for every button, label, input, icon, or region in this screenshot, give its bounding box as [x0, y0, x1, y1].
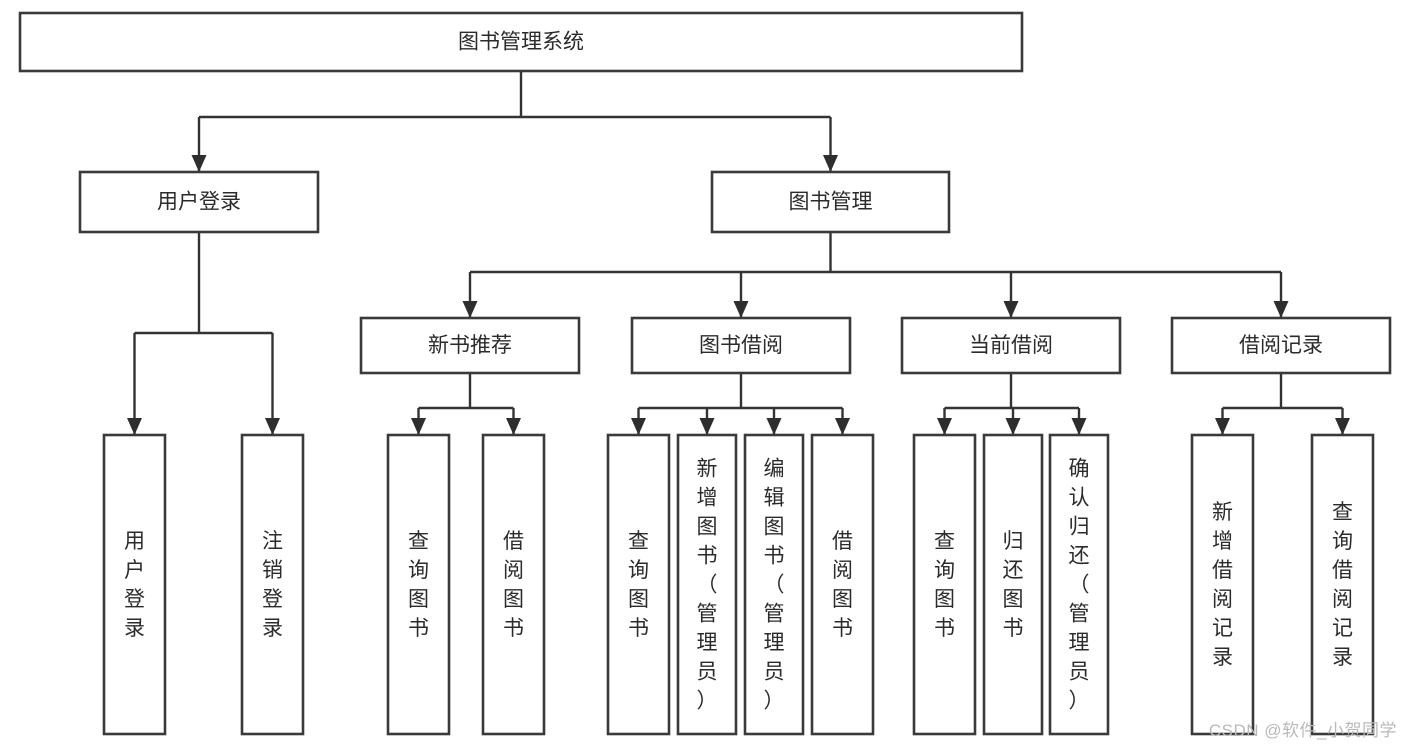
node-box [912, 433, 977, 736]
node-box [676, 433, 738, 736]
node-box [606, 433, 671, 736]
node-user-login[interactable]: 用户登录 [78, 170, 320, 234]
arrow-head-icon [823, 155, 838, 172]
node-label: 图书管理系统 [458, 31, 584, 54]
node-label: 借阅图书 [832, 530, 853, 640]
node-leaf-return-book[interactable]: 归还图书 [982, 433, 1044, 736]
node-box [630, 316, 852, 375]
node-leaf-edit-book[interactable]: 编辑图书（管理员） [743, 433, 805, 736]
arrow-head-icon [1071, 418, 1087, 435]
node-box [102, 433, 167, 736]
node-box [1170, 316, 1392, 375]
node-label: 借阅图书 [503, 530, 524, 640]
node-label: 新书推荐 [428, 334, 512, 357]
node-book-management[interactable]: 图书管理 [710, 170, 951, 234]
arrow-head-icon [265, 418, 280, 435]
node-label: 新增借阅记录 [1212, 501, 1233, 669]
arrow-head-icon [835, 418, 850, 435]
node-leaf-confirm-return[interactable]: 确认归还（管理员） [1048, 433, 1110, 736]
arrow-head-icon [699, 418, 715, 435]
node-box [240, 433, 305, 736]
node-leaf-logout[interactable]: 注销登录 [240, 433, 305, 736]
node-box [1048, 433, 1110, 736]
node-leaf-query-book-3[interactable]: 查询图书 [912, 433, 977, 736]
node-box [78, 170, 320, 234]
node-leaf-borrow-book-1[interactable]: 借阅图书 [481, 433, 546, 736]
arrow-head-icon [1003, 301, 1019, 318]
arrow-head-icon [506, 418, 521, 435]
arrow-head-icon [1215, 418, 1230, 435]
node-root[interactable]: 图书管理系统 [18, 11, 1024, 73]
node-box [1310, 433, 1375, 736]
node-leaf-query-record[interactable]: 查询借阅记录 [1310, 433, 1375, 736]
node-borrow-records[interactable]: 借阅记录 [1170, 316, 1392, 375]
node-current-borrow[interactable]: 当前借阅 [900, 316, 1122, 375]
node-label: 查询图书 [934, 530, 955, 640]
arrow-head-icon [1273, 301, 1289, 318]
node-box [743, 433, 805, 736]
csdn-watermark: CSDN @软件_小贺同学 [1208, 721, 1397, 740]
node-label: 用户登录 [124, 530, 145, 640]
node-box [1190, 433, 1255, 736]
node-label: 图书借阅 [699, 334, 783, 357]
node-box [810, 433, 875, 736]
node-label: 借阅记录 [1239, 334, 1323, 357]
node-label: 归还图书 [1003, 530, 1024, 640]
node-new-book-recommend[interactable]: 新书推荐 [359, 316, 581, 375]
node-book-borrow[interactable]: 图书借阅 [630, 316, 852, 375]
node-label: 查询图书 [408, 530, 429, 640]
node-label: 查询图书 [628, 530, 649, 640]
node-leaf-add-book[interactable]: 新增图书（管理员） [676, 433, 738, 736]
node-box [900, 316, 1122, 375]
arrow-head-icon [733, 301, 749, 318]
node-label: 确认归还（管理员） [1069, 458, 1090, 713]
arrow-head-icon [411, 418, 426, 435]
arrow-head-icon [127, 418, 142, 435]
node-label: 当前借阅 [969, 334, 1053, 357]
node-label: 图书管理 [789, 191, 873, 214]
arrow-head-icon [462, 301, 478, 318]
node-box [982, 433, 1044, 736]
node-box [18, 11, 1024, 73]
node-boxes-layer: 图书管理系统用户登录用户登录注销登录图书管理新书推荐查询图书借阅图书图书借阅查询… [18, 11, 1392, 736]
node-label: 编辑图书（管理员） [764, 458, 785, 713]
node-box [481, 433, 546, 736]
node-leaf-add-record[interactable]: 新增借阅记录 [1190, 433, 1255, 736]
node-leaf-query-book-1[interactable]: 查询图书 [386, 433, 451, 736]
node-box [710, 170, 951, 234]
node-label: 用户登录 [157, 191, 241, 214]
connector-edges-layer [127, 71, 1350, 435]
arrow-head-icon [937, 418, 952, 435]
node-leaf-query-book-2[interactable]: 查询图书 [606, 433, 671, 736]
arrow-head-icon [1005, 418, 1021, 435]
arrow-head-icon [1335, 418, 1350, 435]
arrow-head-icon [766, 418, 782, 435]
node-leaf-user-login[interactable]: 用户登录 [102, 433, 167, 736]
arrow-head-icon [631, 418, 646, 435]
node-leaf-borrow-book-2[interactable]: 借阅图书 [810, 433, 875, 736]
node-label: 查询借阅记录 [1332, 501, 1353, 669]
node-label: 注销登录 [262, 530, 283, 640]
node-label: 新增图书（管理员） [697, 458, 718, 713]
node-box [359, 316, 581, 375]
arrow-head-icon [191, 155, 207, 172]
node-box [386, 433, 451, 736]
